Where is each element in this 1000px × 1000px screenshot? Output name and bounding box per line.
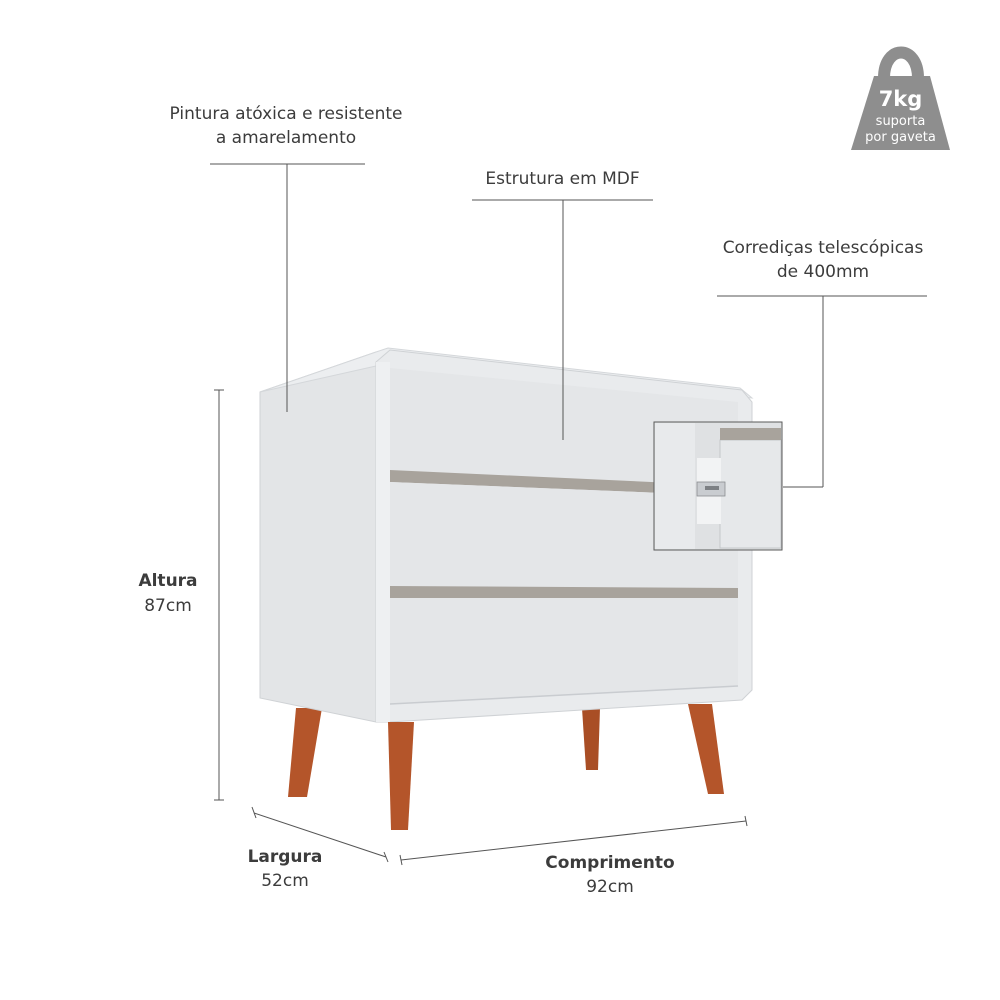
length-label: Comprimento (545, 853, 675, 873)
drawer-bottom (390, 598, 738, 704)
drawer-middle (390, 482, 738, 588)
width-value: 52cm (261, 871, 309, 891)
badge-weight: 7kg (878, 87, 923, 111)
length-value: 92cm (586, 877, 634, 897)
drawer-top (390, 368, 738, 494)
drawer-bottom-edge (389, 685, 739, 705)
badge-line-1: suporta (875, 114, 926, 129)
paint-callout-line-2: a amarelamento (215, 128, 357, 148)
front-left-leg (388, 722, 414, 830)
weight-badge-icon (851, 46, 950, 150)
back-left-leg (288, 708, 322, 797)
back-right-leg (582, 708, 600, 770)
front-right-leg (688, 704, 724, 794)
badge-line-2: por gaveta (865, 130, 936, 145)
height-value: 87cm (144, 596, 192, 616)
width-label: Largura (247, 847, 323, 867)
drawer-middle-gap (390, 586, 738, 598)
height-label: Altura (138, 571, 198, 591)
slides-callout-line-2: de 400mm (776, 262, 870, 282)
cabinet-front-edge (376, 362, 390, 722)
paint-callout-line-1: Pintura atóxica e resistente (169, 104, 403, 124)
cabinet-side-panel (259, 351, 389, 723)
slides-callout-line-1: Corrediças telescópicas (722, 238, 924, 258)
slide-detail-inset (653, 421, 783, 551)
drawer-top-gap (390, 470, 738, 496)
callout-lines (210, 163, 927, 488)
structure-callout: Estrutura em MDF (485, 169, 640, 189)
dimension-lines (214, 389, 748, 866)
